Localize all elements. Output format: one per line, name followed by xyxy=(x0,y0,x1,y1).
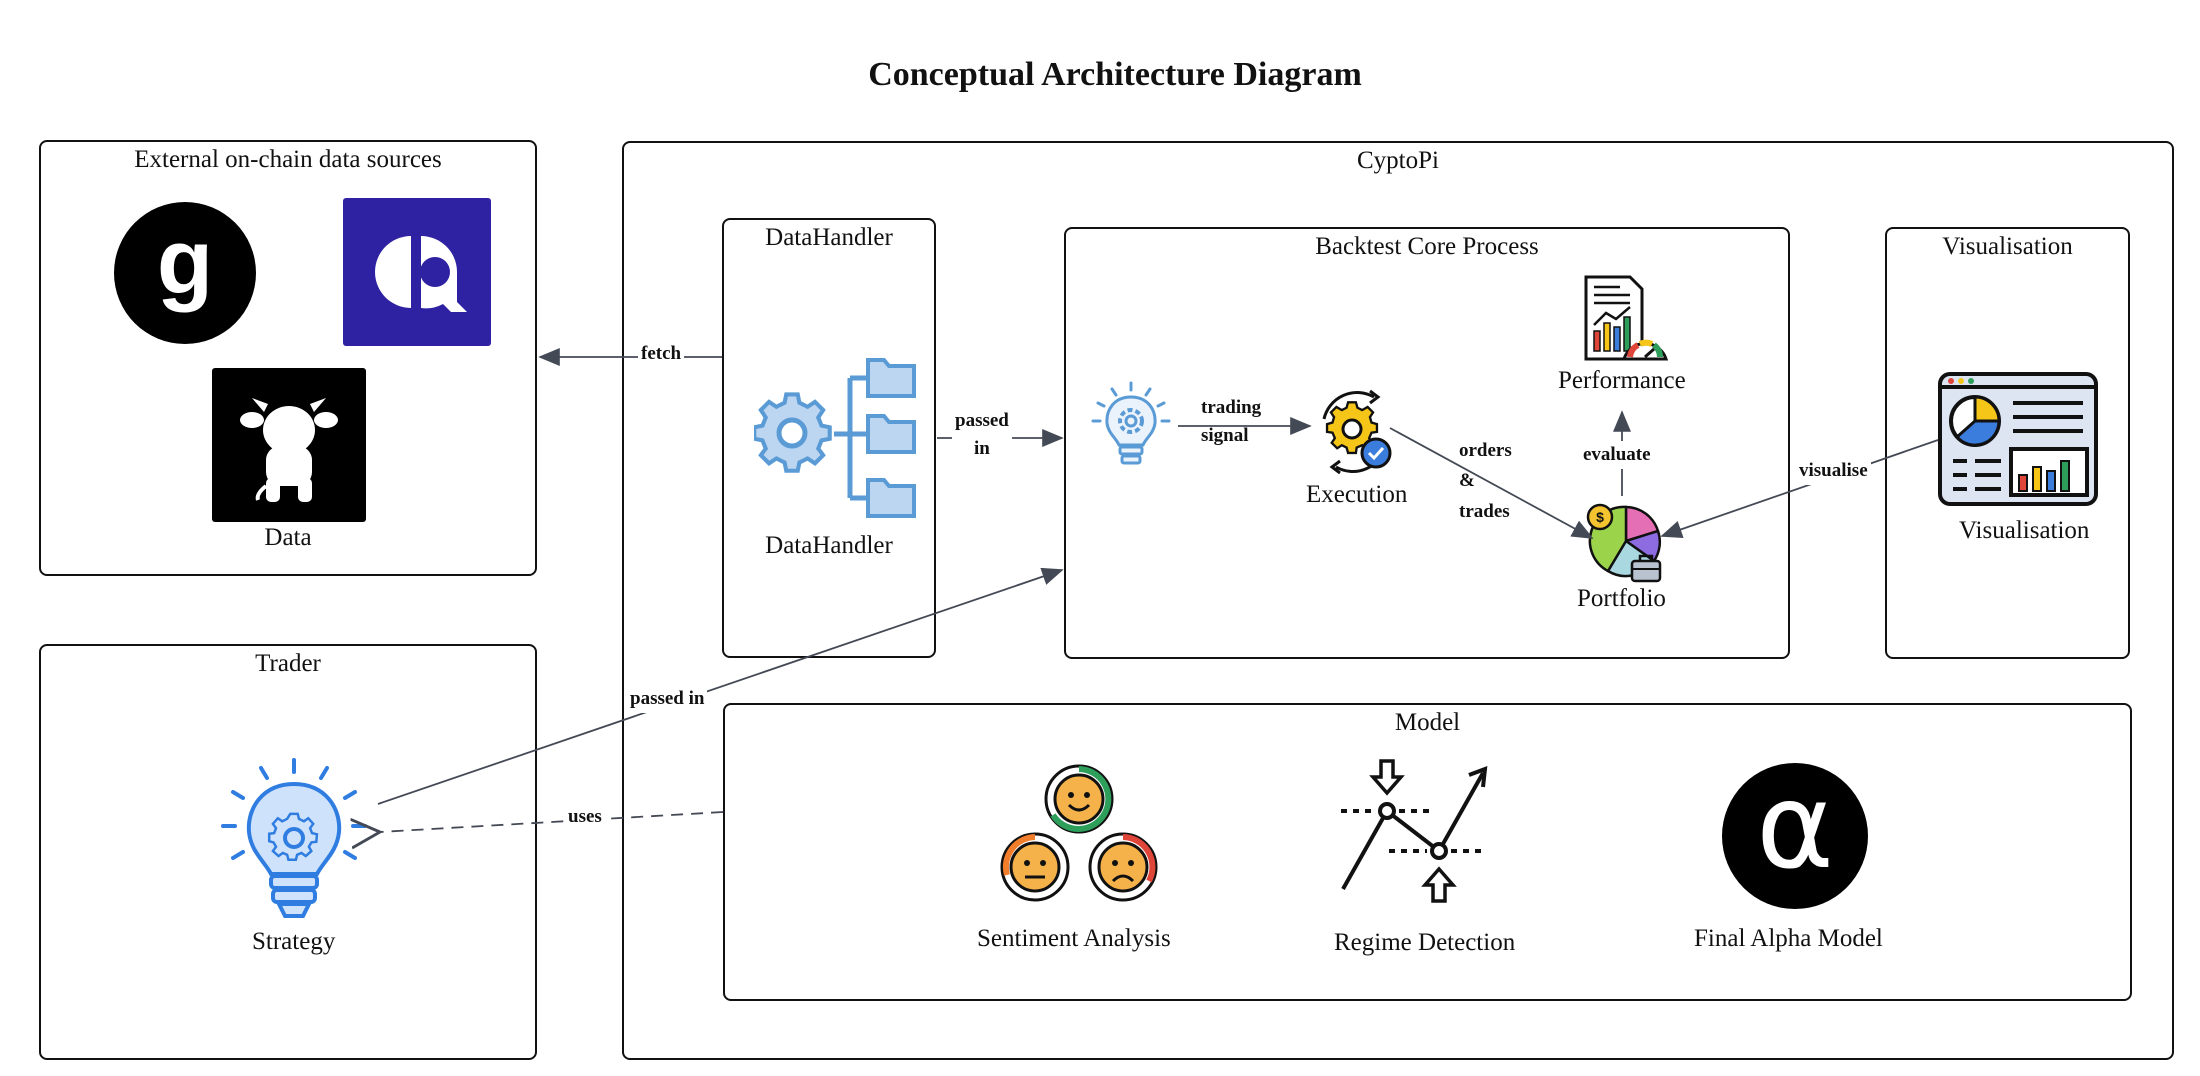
trading-signal-line-1: trading xyxy=(1201,397,1262,418)
strategy-label: Strategy xyxy=(252,928,336,955)
glassnode-logo-text: g xyxy=(156,211,214,313)
execution-label: Execution xyxy=(1306,481,1408,508)
visualisation-title: Visualisation xyxy=(1942,233,2073,260)
performance-report-icon xyxy=(1580,273,1669,365)
final-alpha-model-label: Final Alpha Model xyxy=(1694,925,1883,952)
execution-gear-icon xyxy=(1312,389,1398,475)
datahandler-box: DataHandler DataHandler xyxy=(722,218,936,658)
sentiment-faces-icon xyxy=(999,763,1159,909)
orders-trades-edge-label: orders & trades xyxy=(1456,436,1515,527)
orders-line-2: & xyxy=(1459,470,1475,492)
trader-box: Trader Strategy xyxy=(39,644,537,1060)
trading-signal-line-2: signal xyxy=(1201,424,1249,446)
svg-text:$: $ xyxy=(1596,509,1604,525)
backtest-core-box: Backtest Core Process xyxy=(1064,227,1790,659)
passed-in-line-2: in xyxy=(974,437,990,459)
visualisation-box: Visualisation xyxy=(1885,227,2130,659)
visualisation-label: Visualisation xyxy=(1959,517,2090,544)
cyptopi-box: CyptoPi xyxy=(622,141,2174,1060)
fetch-edge-label: fetch xyxy=(638,340,685,368)
alpha-model-icon: α xyxy=(1722,763,1868,909)
strategy-lightbulb-icon xyxy=(219,758,369,928)
visualise-connector xyxy=(1660,439,1939,538)
external-data-sources-title: External on-chain data sources xyxy=(134,146,442,173)
regime-detection-label: Regime Detection xyxy=(1334,929,1516,956)
passed-in-line-1: passed xyxy=(955,410,1009,431)
strategy-to-core-connector xyxy=(377,567,1064,805)
dashboard-chart-icon xyxy=(1937,371,2099,507)
model-box: Model xyxy=(723,703,2132,1001)
glassnode-logo-icon: g xyxy=(114,202,256,344)
passed-in-edge-label: passed in xyxy=(952,407,1012,463)
cyptopi-title: CyptoPi xyxy=(1357,147,1439,174)
page-title: Conceptual Architecture Diagram xyxy=(868,56,1362,93)
performance-label: Performance xyxy=(1558,367,1686,394)
backtest-core-title: Backtest Core Process xyxy=(1315,233,1539,260)
signal-lightbulb-icon xyxy=(1090,381,1172,471)
orders-line-1: orders xyxy=(1459,440,1512,461)
portfolio-label: Portfolio xyxy=(1577,585,1666,612)
trader-title: Trader xyxy=(255,650,321,677)
external-data-sources-box: External on-chain data sources g Dat xyxy=(39,140,537,576)
uses-edge-label: uses xyxy=(565,803,605,831)
model-title: Model xyxy=(1394,709,1461,736)
orders-trades-connector xyxy=(1389,427,1594,539)
alpha-symbol: α xyxy=(1756,757,1834,895)
datahandler-label: DataHandler xyxy=(765,532,893,559)
datahandler-title: DataHandler xyxy=(765,224,893,251)
visualise-edge-label: visualise xyxy=(1796,457,1871,485)
cryptoquant-logo-icon xyxy=(343,198,491,346)
portfolio-pie-icon: $ xyxy=(1584,501,1670,583)
data-source-label: Data xyxy=(264,524,312,551)
strategy-passed-in-edge-label: passed in xyxy=(627,685,708,713)
evaluate-edge-label: evaluate xyxy=(1580,441,1654,469)
datahandler-gear-folders-icon xyxy=(752,350,924,520)
regime-detection-icon xyxy=(1337,757,1503,917)
trading-signal-edge-label: trading signal xyxy=(1198,394,1264,449)
orders-line-3: trades xyxy=(1459,500,1510,522)
uses-connector xyxy=(380,811,724,832)
sentiment-analysis-label: Sentiment Analysis xyxy=(977,925,1171,952)
dune-data-logo-icon xyxy=(212,368,366,522)
